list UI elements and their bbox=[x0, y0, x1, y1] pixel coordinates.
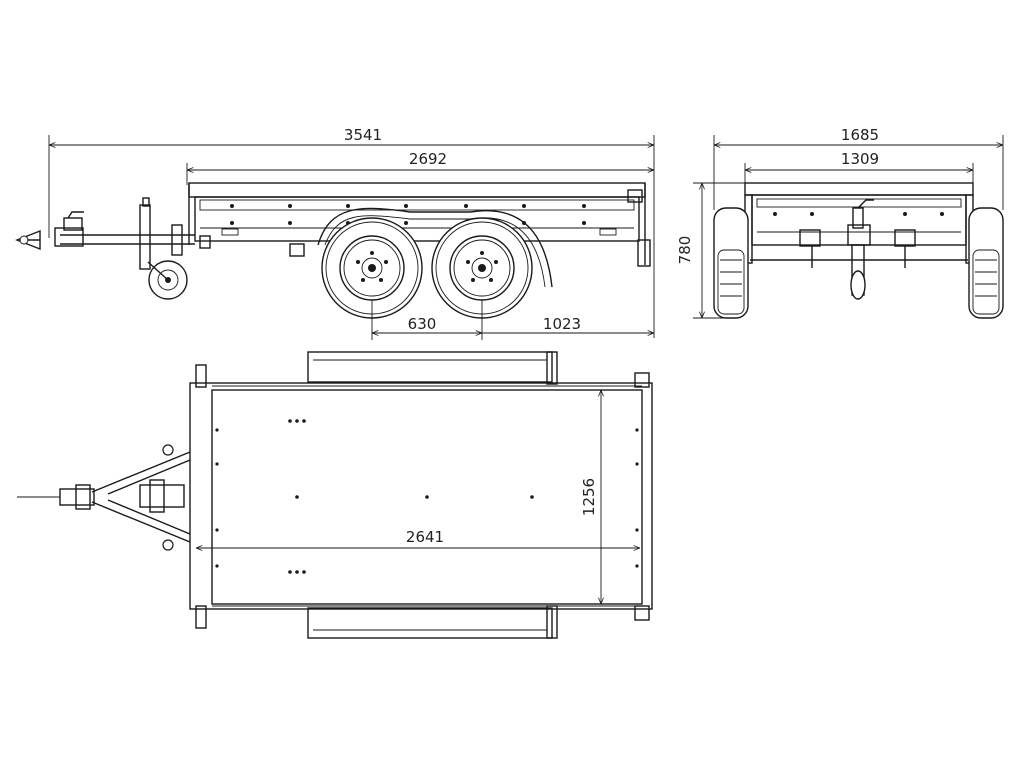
dimension-box-length: 2692 bbox=[186, 150, 654, 185]
dim-label-780: 780 bbox=[676, 236, 694, 265]
drawbar bbox=[15, 211, 195, 251]
dim-label-1256: 1256 bbox=[580, 478, 598, 516]
dim-label-3541: 3541 bbox=[344, 126, 382, 144]
dim-label-2641: 2641 bbox=[406, 528, 444, 546]
top-fender-upper bbox=[307, 351, 558, 385]
dimension-rear-overhang: 1023 bbox=[482, 315, 654, 333]
fender bbox=[317, 207, 553, 288]
top-box-body bbox=[189, 364, 653, 629]
dimension-rear-total-width: 1685 bbox=[713, 126, 1004, 210]
rear-view: 1685 1309 780 bbox=[676, 126, 1004, 319]
side-view: 3541 2692 bbox=[15, 126, 655, 340]
dim-label-2692: 2692 bbox=[409, 150, 447, 168]
top-fender-lower bbox=[307, 605, 558, 639]
dimension-rear-box-width: 1309 bbox=[744, 150, 974, 185]
dim-label-630: 630 bbox=[408, 315, 437, 333]
rear-wheel-left bbox=[713, 207, 749, 319]
top-view: 2641 1256 bbox=[17, 351, 653, 639]
dim-label-1023: 1023 bbox=[543, 315, 581, 333]
jockey-wheel bbox=[139, 197, 188, 300]
dim-label-1685: 1685 bbox=[841, 126, 879, 144]
dim-label-1309: 1309 bbox=[841, 150, 879, 168]
rear-wheel-right bbox=[968, 207, 1004, 319]
dimension-top-width: 1256 bbox=[580, 390, 601, 604]
dimension-top-length: 2641 bbox=[196, 528, 640, 548]
rear-box-body bbox=[733, 182, 985, 300]
dimension-total-length: 3541 bbox=[48, 126, 655, 338]
top-drawbar bbox=[17, 444, 191, 551]
